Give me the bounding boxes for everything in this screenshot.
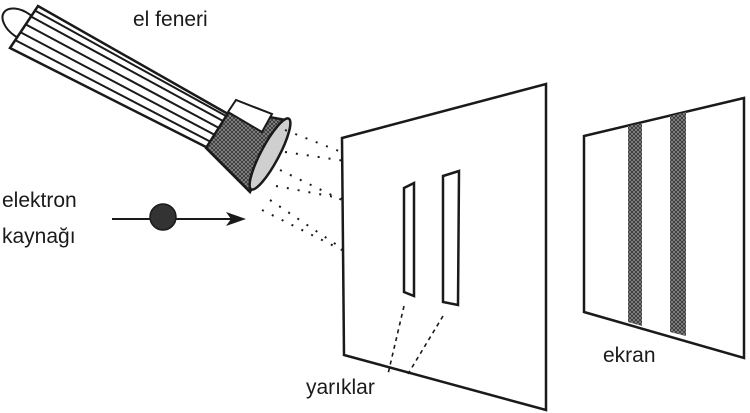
screen-plane bbox=[582, 96, 746, 360]
flashlight bbox=[1, 4, 292, 195]
slits-label: yarıklar bbox=[306, 376, 375, 399]
slit-pointer-left bbox=[387, 305, 405, 375]
flashlight-switch bbox=[226, 98, 274, 134]
flashlight-lens bbox=[248, 117, 292, 191]
detection-screen bbox=[582, 96, 746, 360]
slit-left bbox=[402, 180, 416, 298]
interference-band-left bbox=[628, 123, 642, 326]
screen-label: ekran bbox=[603, 344, 656, 367]
electron-source-label-line1: elektron bbox=[2, 189, 77, 212]
electron bbox=[149, 203, 177, 231]
slit-right bbox=[441, 169, 461, 307]
electron-source-label-line2: kaynağı bbox=[2, 225, 76, 248]
flashlight-ribs bbox=[14, 9, 227, 143]
interference-band-right bbox=[670, 112, 686, 336]
slit-barrier bbox=[340, 82, 548, 412]
electron-source bbox=[112, 203, 246, 231]
slit-pointer-right bbox=[407, 315, 444, 375]
arrow-head-icon bbox=[226, 212, 246, 226]
flashlight-label: el feneri bbox=[133, 8, 208, 31]
